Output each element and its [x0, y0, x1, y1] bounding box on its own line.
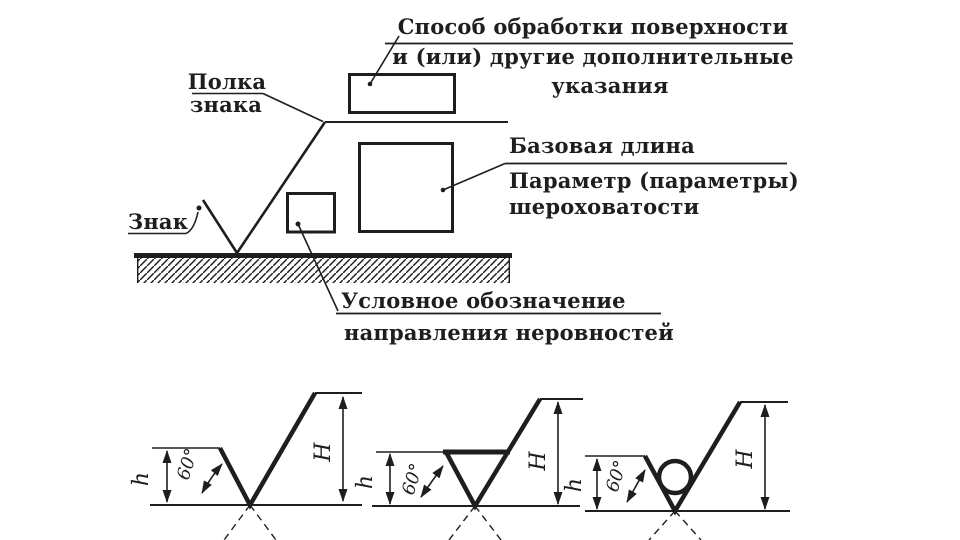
sign-circle	[656, 458, 694, 496]
callout-sign: Знак	[128, 205, 202, 235]
H-label: H	[526, 451, 551, 472]
parameter-box	[358, 142, 454, 233]
direction-box	[286, 192, 336, 234]
extension-dash-left	[448, 505, 476, 540]
angle-label: 60°	[173, 446, 203, 483]
angle-label: 60°	[602, 458, 632, 495]
sign-label: Знак	[128, 209, 188, 234]
sign-without-machining: h H 60°	[562, 400, 790, 540]
extension-dash-left	[648, 510, 676, 540]
angle-arc-arrow	[201, 463, 223, 494]
shelf-label-line2: знака	[190, 92, 262, 117]
angle-label: 60°	[398, 461, 428, 498]
sign-legs	[218, 391, 317, 510]
H-label: H	[733, 449, 758, 470]
h-label: h	[562, 478, 587, 492]
extension-dash-left	[223, 504, 251, 540]
parameters-label-line3: шероховатости	[509, 194, 699, 219]
direction-label-line2: направления неровностей	[344, 320, 674, 345]
sign-leader-dot	[196, 205, 202, 211]
callout-direction: Условное обозначение направления неровно…	[295, 221, 674, 345]
sign-basic: h H 60°	[129, 391, 362, 540]
direction-leader-line	[297, 223, 339, 312]
shelf-label-line1: Полка	[188, 69, 267, 94]
angle-arc-arrow	[626, 469, 646, 503]
method-label-line1: Способ обработки поверхности	[398, 14, 788, 39]
method-box	[348, 73, 456, 114]
h-label: h	[353, 475, 378, 489]
parameters-leader-line	[442, 162, 506, 191]
extension-dash-right	[674, 510, 702, 540]
callout-parameters: Базовая длина Параметр (параметры) шерох…	[440, 133, 799, 219]
extension-dash-right	[474, 505, 502, 540]
h-label: h	[129, 472, 154, 486]
angle-arc-arrow	[420, 465, 444, 498]
method-label-line3: указания	[551, 73, 668, 98]
H-label: H	[311, 442, 336, 463]
direction-label-line1: Условное обозначение	[341, 288, 626, 313]
parameters-label-line2: Параметр (параметры)	[509, 168, 799, 193]
sign-legs	[643, 400, 742, 516]
callout-shelf: Полка знака	[188, 69, 324, 123]
sign-machining-required: h H 60°	[353, 397, 583, 540]
parameters-label-line1: Базовая длина	[509, 133, 695, 158]
method-label-line2: и (или) другие дополнительные	[392, 44, 793, 69]
callout-method: Способ обработки поверхности и (или) дру…	[367, 14, 794, 98]
method-leader-dot	[367, 81, 373, 87]
extension-dash-right	[249, 504, 277, 540]
shelf-leader-line	[262, 92, 324, 123]
sign-leader-line	[185, 211, 199, 235]
